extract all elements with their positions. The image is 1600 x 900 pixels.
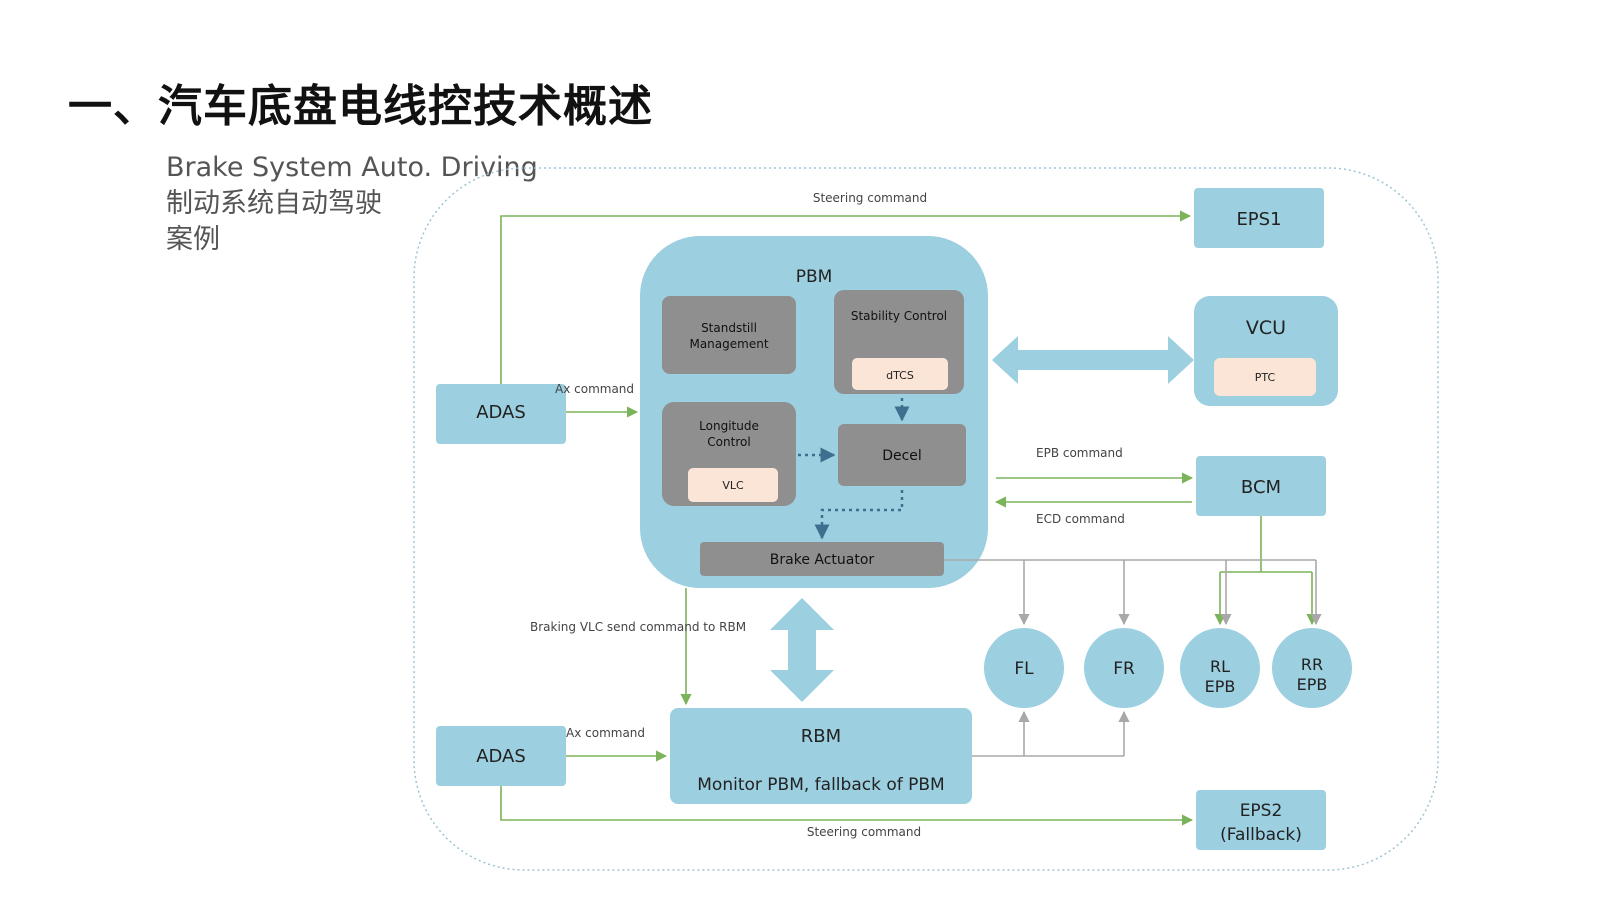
- dtcs-label: dTCS: [886, 369, 914, 382]
- wheel-rr-label-1: RR: [1301, 655, 1323, 674]
- decel-box: [838, 424, 966, 486]
- adas-top-label: ADAS: [476, 402, 526, 423]
- ptc-box: [1214, 358, 1316, 396]
- bcm-box: [1196, 456, 1326, 516]
- standstill-label-1: Standstill: [701, 321, 757, 335]
- wheel-fr: [1084, 628, 1164, 708]
- diagram-frame: [413, 167, 1439, 871]
- longitude-label-2: Control: [707, 435, 750, 449]
- decel-to-actuator-arrow: [814, 490, 904, 540]
- wheel-rr-label-2: EPB: [1297, 675, 1328, 694]
- epb-command-label: EPB command: [1036, 446, 1123, 460]
- ax-command-bottom-label: Ax command: [566, 726, 645, 740]
- pbm-vcu-double-arrow: [992, 336, 1194, 384]
- vcu-label: VCU: [1246, 317, 1286, 339]
- subtitle: Brake System Auto. Driving 制动系统自动驾驶 案例: [166, 150, 538, 258]
- rbm-label: RBM: [801, 726, 841, 747]
- steering-command-bottom-label: Steering command: [807, 825, 921, 839]
- eps1-box: [1194, 188, 1324, 248]
- subtitle-line-1: Brake System Auto. Driving: [166, 152, 538, 183]
- wheel-rl: [1180, 628, 1260, 708]
- page-title: 一、汽车底盘电线控技术概述: [68, 81, 653, 132]
- standstill-management-box: [662, 296, 796, 374]
- dtcs-box: [852, 358, 948, 390]
- steering-command-bottom-arrow: [500, 786, 1194, 826]
- eps2-label-2: (Fallback): [1220, 825, 1302, 845]
- pbm-label: PBM: [796, 267, 833, 287]
- wheel-rl-label-1: RL: [1210, 657, 1230, 676]
- brake-actuator-label: Brake Actuator: [770, 552, 875, 568]
- eps1-label: EPS1: [1236, 209, 1281, 230]
- subtitle-line-3: 案例: [166, 224, 220, 255]
- vlc-box: [688, 468, 778, 502]
- ax-command-top-label: Ax command: [555, 382, 634, 396]
- rbm-sub-label: Monitor PBM, fallback of PBM: [697, 775, 944, 795]
- adas-bottom-box: [436, 726, 566, 786]
- decel-label: Decel: [882, 448, 922, 464]
- bcm-to-rear-epb-line: [1220, 516, 1312, 573]
- ecd-command-label: ECD command: [1036, 512, 1125, 526]
- braking-vlc-label: Braking VLC send command to RBM: [530, 620, 746, 634]
- stability-control-label: Stability Control: [851, 309, 947, 323]
- wheel-fl-label: FL: [1014, 659, 1034, 679]
- wheel-rr: [1272, 628, 1352, 708]
- adas-bottom-label: ADAS: [476, 746, 526, 767]
- subtitle-line-2: 制动系统自动驾驶: [166, 188, 382, 219]
- eps2-box: [1196, 790, 1326, 850]
- steering-command-top-arrow: [500, 210, 1192, 384]
- wheel-rl-label-2: EPB: [1205, 677, 1236, 696]
- brake-actuator-box: [700, 542, 944, 576]
- steering-command-top-label: Steering command: [813, 191, 927, 205]
- rbm-box: [670, 708, 972, 804]
- wheel-fl: [984, 628, 1064, 708]
- bcm-label: BCM: [1241, 477, 1281, 498]
- adas-top-box: [436, 384, 566, 444]
- wheel-fr-label: FR: [1113, 659, 1135, 679]
- vlc-label: VLC: [722, 479, 744, 492]
- pbm-rbm-double-arrow: [770, 598, 834, 702]
- eps2-label-1: EPS2: [1240, 801, 1283, 821]
- longitude-label-1: Longitude: [699, 419, 759, 433]
- standstill-label-2: Management: [689, 337, 768, 351]
- ptc-label: PTC: [1255, 371, 1276, 384]
